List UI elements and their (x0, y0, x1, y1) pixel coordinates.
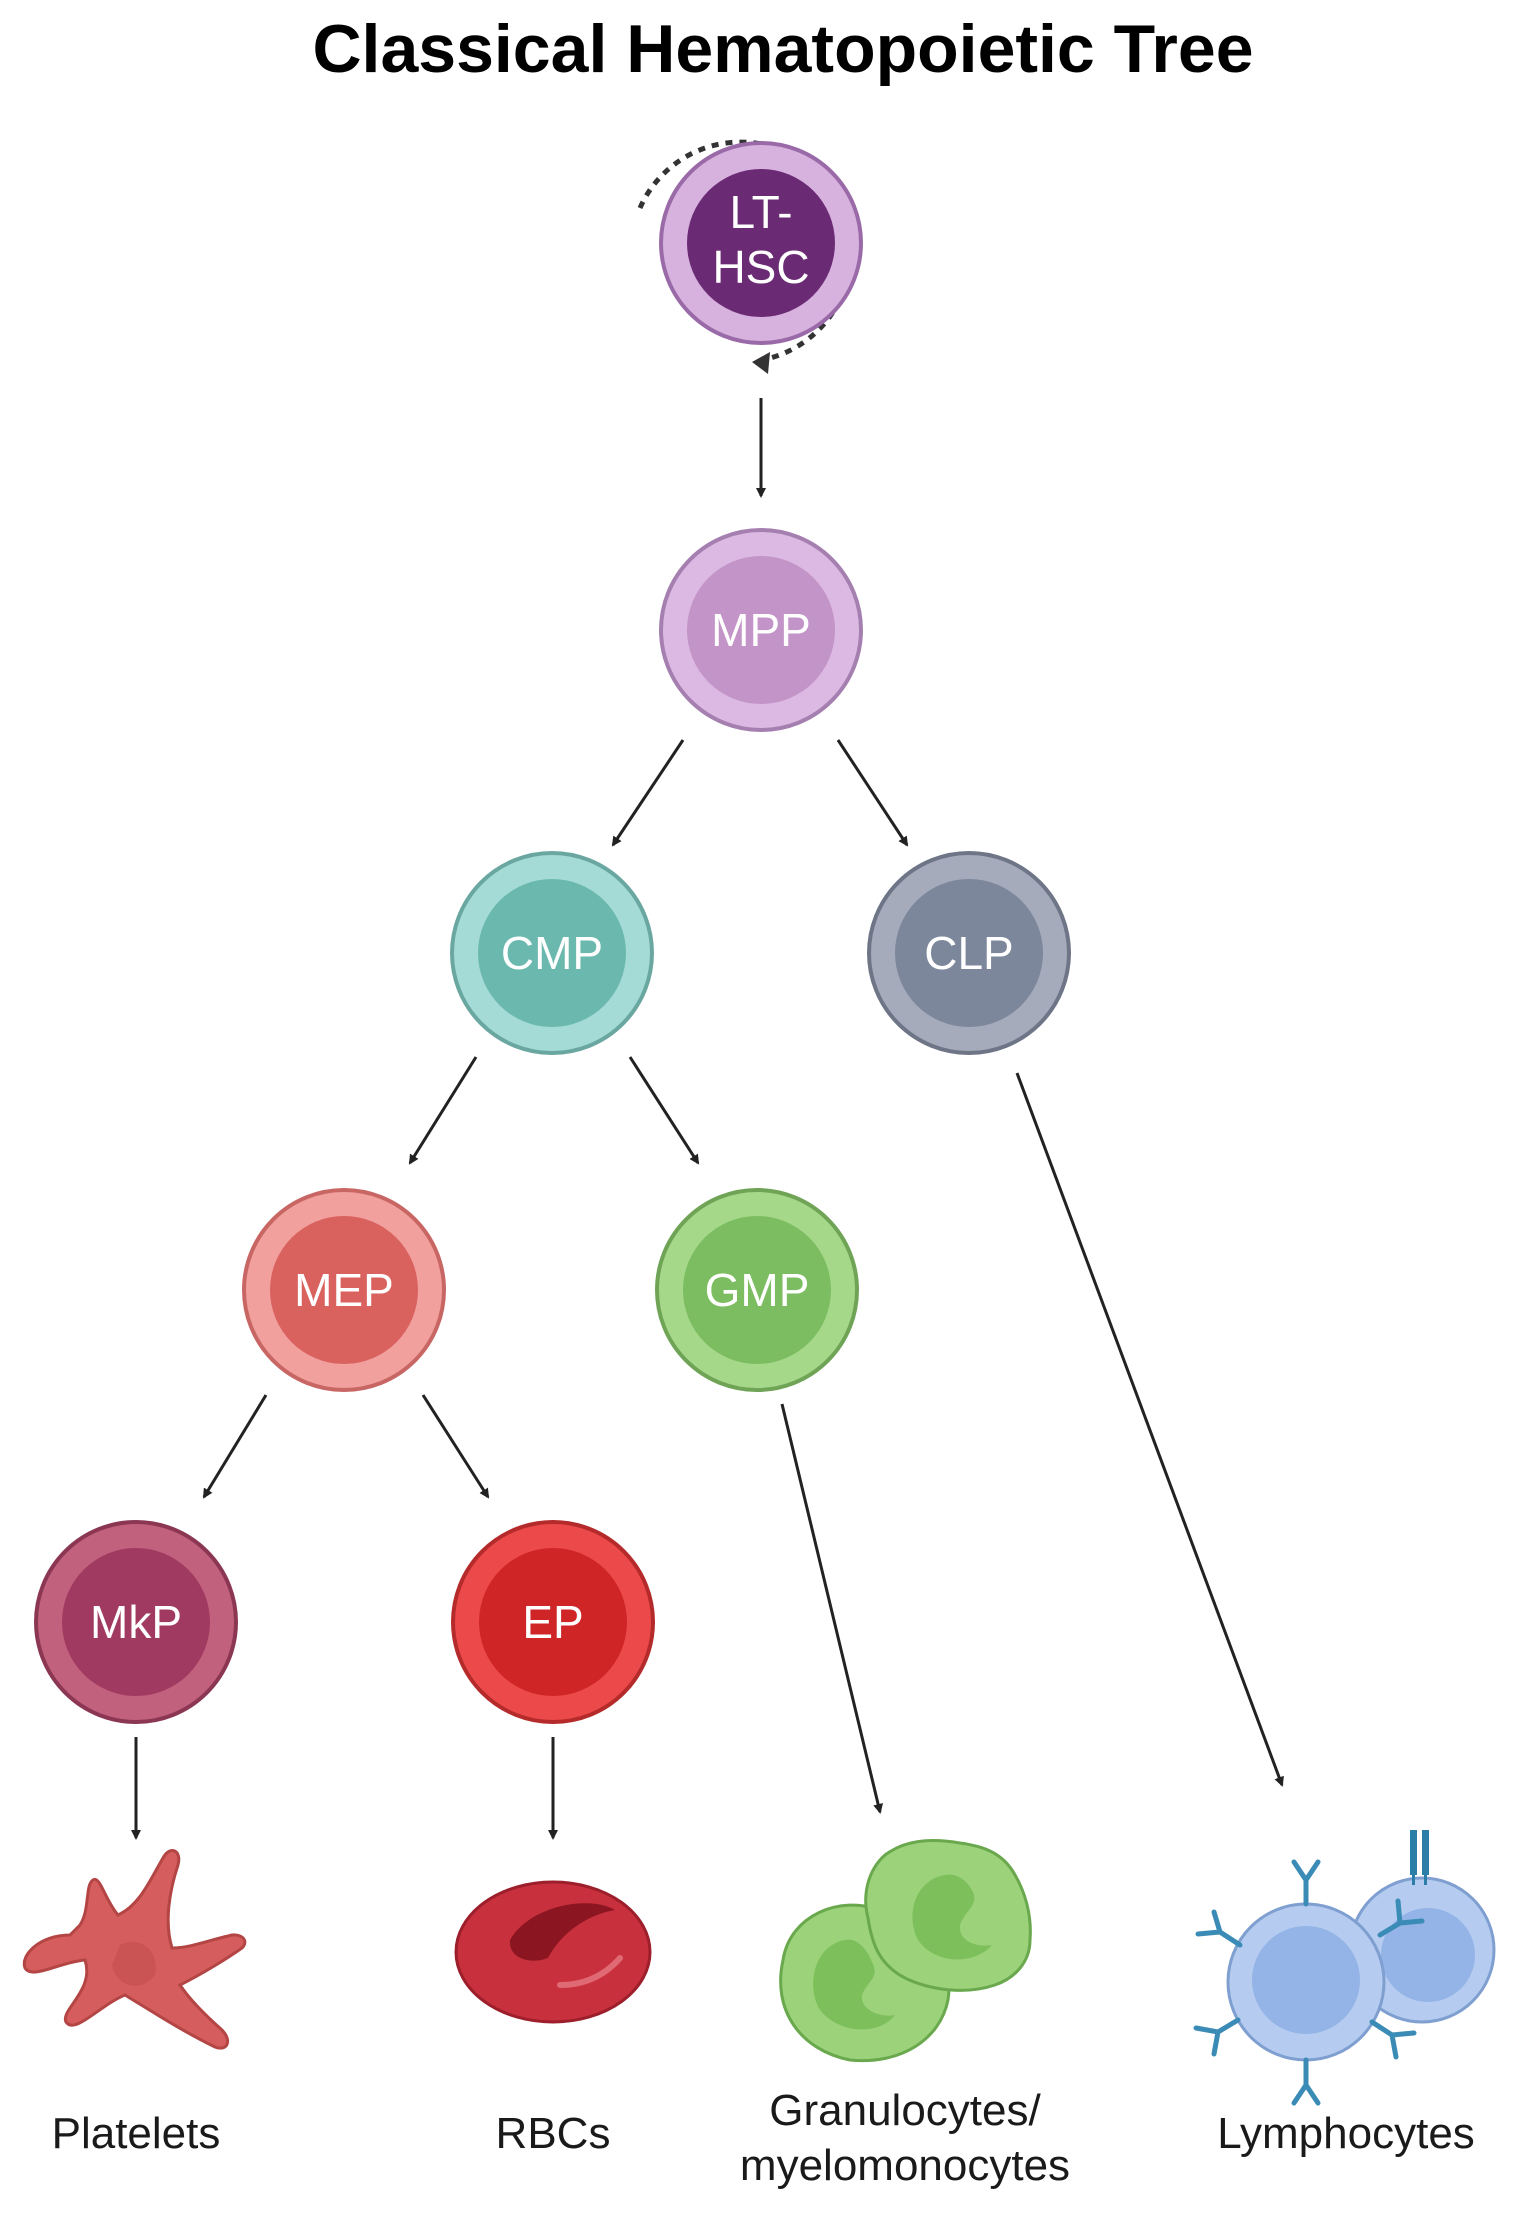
lymphocyte-back-nucleus (1381, 1908, 1475, 2002)
mkp-nucleus (62, 1548, 210, 1696)
antibody-lower-left (1193, 2017, 1241, 2057)
self-renewal-arrowhead (752, 352, 770, 374)
tcr-stem-a (1412, 1870, 1415, 1885)
mpp-label: MPP (711, 604, 811, 656)
mep-cell: MEP (242, 1188, 446, 1392)
gmp-cell: GMP (655, 1188, 859, 1392)
mpp-nucleus (687, 556, 835, 704)
rbc-body (454, 1880, 652, 2024)
rbc-highlight (557, 1955, 623, 1988)
t-cell-receptor-icon (1410, 1830, 1429, 1885)
rbc-center-depression (509, 1903, 615, 1961)
arrow-mpp-to-cmp (611, 739, 685, 847)
diagram-title: Classical Hematopoietic Tree (312, 11, 1253, 87)
granulocytes-label-line1: Granulocytes/ (769, 2086, 1041, 2135)
lymphocyte-icon (1193, 1830, 1496, 2106)
antibody-lower-right (1369, 2019, 1417, 2060)
ep-label: EP (522, 1596, 583, 1648)
tcr-chain-b (1422, 1830, 1429, 1875)
arrow-mpp-to-clp (836, 739, 909, 847)
granulocyte-icon (779, 1839, 1032, 2063)
lymphocyte-front-nucleus (1252, 1926, 1360, 2034)
lt-hsc-label-line2: HSC (712, 241, 809, 293)
mpp-cell: MPP (659, 528, 863, 732)
arrow-mep-to-mkp (202, 1394, 268, 1499)
mkp-cell: MkP (34, 1520, 238, 1724)
lt-hsc-label-line1: LT- (729, 186, 792, 238)
antibody-upper-left (1195, 1909, 1243, 1948)
lt-hsc-nucleus (687, 169, 835, 317)
mep-label: MEP (294, 1264, 394, 1316)
rbc-icon (454, 1880, 652, 2024)
platelets-label: Platelets (52, 2109, 221, 2158)
ep-cell: EP (451, 1520, 655, 1724)
lt-hsc-cell: LT- HSC (637, 139, 863, 374)
platelet-icon (22, 1849, 247, 2050)
antibody-upper-right (1377, 1898, 1425, 1938)
mkp-label: MkP (90, 1596, 182, 1648)
tcr-chain-a (1410, 1830, 1417, 1875)
lymphocytes-label: Lymphocytes (1217, 2109, 1475, 2158)
granulocyte-nucleus-1 (813, 1939, 895, 2030)
cmp-cell: CMP (450, 851, 654, 1055)
clp-cell: CLP (867, 851, 1071, 1055)
arrow-mep-to-ep (421, 1394, 490, 1499)
antibody-top (1291, 1859, 1321, 1907)
tcr-stem-b (1424, 1870, 1427, 1885)
arrow-gmp-to-granulocytes (780, 1403, 883, 1814)
granulocyte-nucleus-2 (912, 1874, 992, 1960)
cmp-label: CMP (501, 927, 603, 979)
rbcs-label: RBCs (496, 2109, 611, 2158)
gmp-nucleus (683, 1216, 831, 1364)
arrow-cmp-to-mep (408, 1056, 478, 1165)
antibody-receptors (1193, 1859, 1425, 2106)
clp-label: CLP (924, 927, 1013, 979)
platelet-shading (112, 1941, 156, 1986)
clp-nucleus (895, 879, 1043, 1027)
granulocytes-label-line2: myelomonocytes (740, 2141, 1070, 2190)
ep-nucleus (479, 1548, 627, 1696)
arrow-cmp-to-gmp (628, 1056, 700, 1165)
cmp-nucleus (478, 879, 626, 1027)
mep-nucleus (270, 1216, 418, 1364)
antibody-bottom (1291, 2057, 1321, 2106)
arrow-clp-to-lymphocytes (1015, 1072, 1284, 1787)
gmp-label: GMP (705, 1264, 810, 1316)
